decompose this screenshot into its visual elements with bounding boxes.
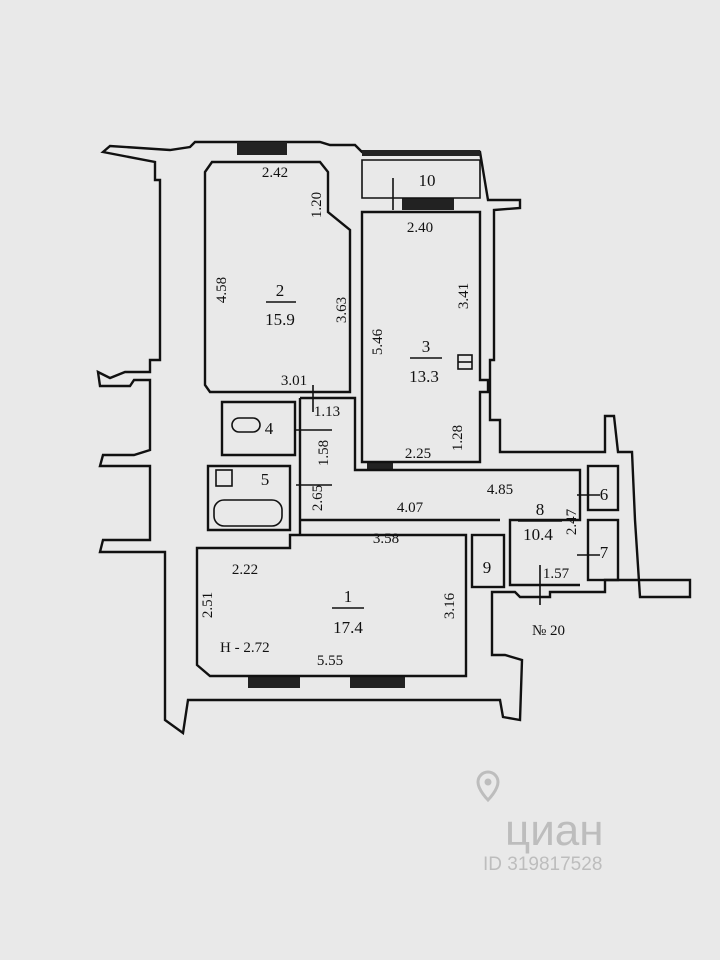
dim-2-47: 2.47 [564,508,580,535]
ceiling-height: H - 2.72 [220,640,270,656]
window-room-1-right [350,676,405,688]
dim-4-85: 4.85 [487,482,513,498]
windows [237,142,480,688]
dim-2-65: 2.65 [310,485,326,511]
watermark-brand: циан [505,806,604,855]
watermark: циан ID 319817528 [476,770,604,875]
door-room-3 [367,462,393,470]
dim-1-57: 1.57 [543,566,570,582]
room-8-number: 8 [536,500,545,519]
room-6-number: 6 [600,485,609,504]
dim-1-13: 1.13 [314,404,340,420]
dim-3-41: 3.41 [456,283,472,309]
dim-2-51: 2.51 [200,592,216,618]
room-7-number: 7 [600,543,609,562]
window-room-2 [237,142,287,155]
room-3-number: 3 [422,337,431,356]
apartment-number: № 20 [532,623,565,639]
dim-5-46: 5.46 [370,328,386,355]
room-4-walls [220,400,297,457]
room-2-number: 2 [276,281,285,300]
dim-2-40: 2.40 [407,220,433,236]
room-7-walls [586,518,620,582]
room-6-walls [586,464,620,512]
room-8-area: 10.4 [523,525,553,544]
watermark-id: ID 319817528 [483,854,602,875]
dim-3-63: 3.63 [334,297,350,323]
dim-2-22: 2.22 [232,562,258,578]
exterior-wall-outline [96,140,692,736]
dim-3-16: 3.16 [442,592,458,619]
sink-icon [215,469,233,487]
room-10-walls [361,159,481,199]
window-room-1-left [248,676,300,688]
dim-1-28: 1.28 [450,425,466,451]
room-3-walls [360,210,490,464]
room-3-area: 13.3 [409,367,439,386]
outer-walls [96,140,692,736]
dim-3-01: 3.01 [281,373,307,389]
window-balcony [362,150,480,156]
room-4-number: 4 [265,419,274,438]
room-1-walls [195,533,468,678]
dim-1-58: 1.58 [316,440,332,466]
room-8-walls [298,396,582,587]
dim-5-55: 5.55 [317,653,343,669]
dim-4-58: 4.58 [214,277,230,303]
dim-1-20: 1.20 [309,192,325,218]
room-9-walls [470,533,506,589]
room-5-number: 5 [261,470,270,489]
window-room-3 [402,198,454,210]
room-5-walls [206,464,292,532]
room-9-number: 9 [483,558,492,577]
room-10-number: 10 [419,171,436,190]
toilet-icon [231,417,261,433]
room-2-walls [203,160,352,394]
dimension-labels: 2.42 1.20 4.58 3.63 3.01 1.13 1.58 2.65 … [200,165,580,669]
location-pin-icon [476,770,500,803]
room-1-number: 1 [344,587,353,606]
room-2-area: 15.9 [265,310,295,329]
dim-3-58: 3.58 [373,531,399,547]
dim-4-07: 4.07 [397,500,424,516]
location-pin-dot [484,778,492,786]
room-1-area: 17.4 [333,618,363,637]
dim-2-42: 2.42 [262,165,288,181]
room-labels: 2 15.9 3 13.3 1 17.4 8 10.4 4 5 6 7 9 10 [261,171,609,637]
bathtub-icon [213,499,283,527]
dim-2-25: 2.25 [405,446,431,462]
